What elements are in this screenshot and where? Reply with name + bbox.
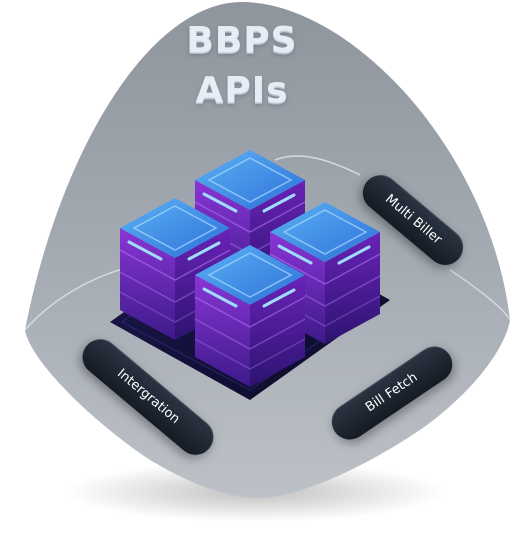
server-stack-front [193, 243, 307, 389]
title-line-1: BBPS [186, 20, 298, 61]
title-line-2: APIs [195, 70, 289, 111]
